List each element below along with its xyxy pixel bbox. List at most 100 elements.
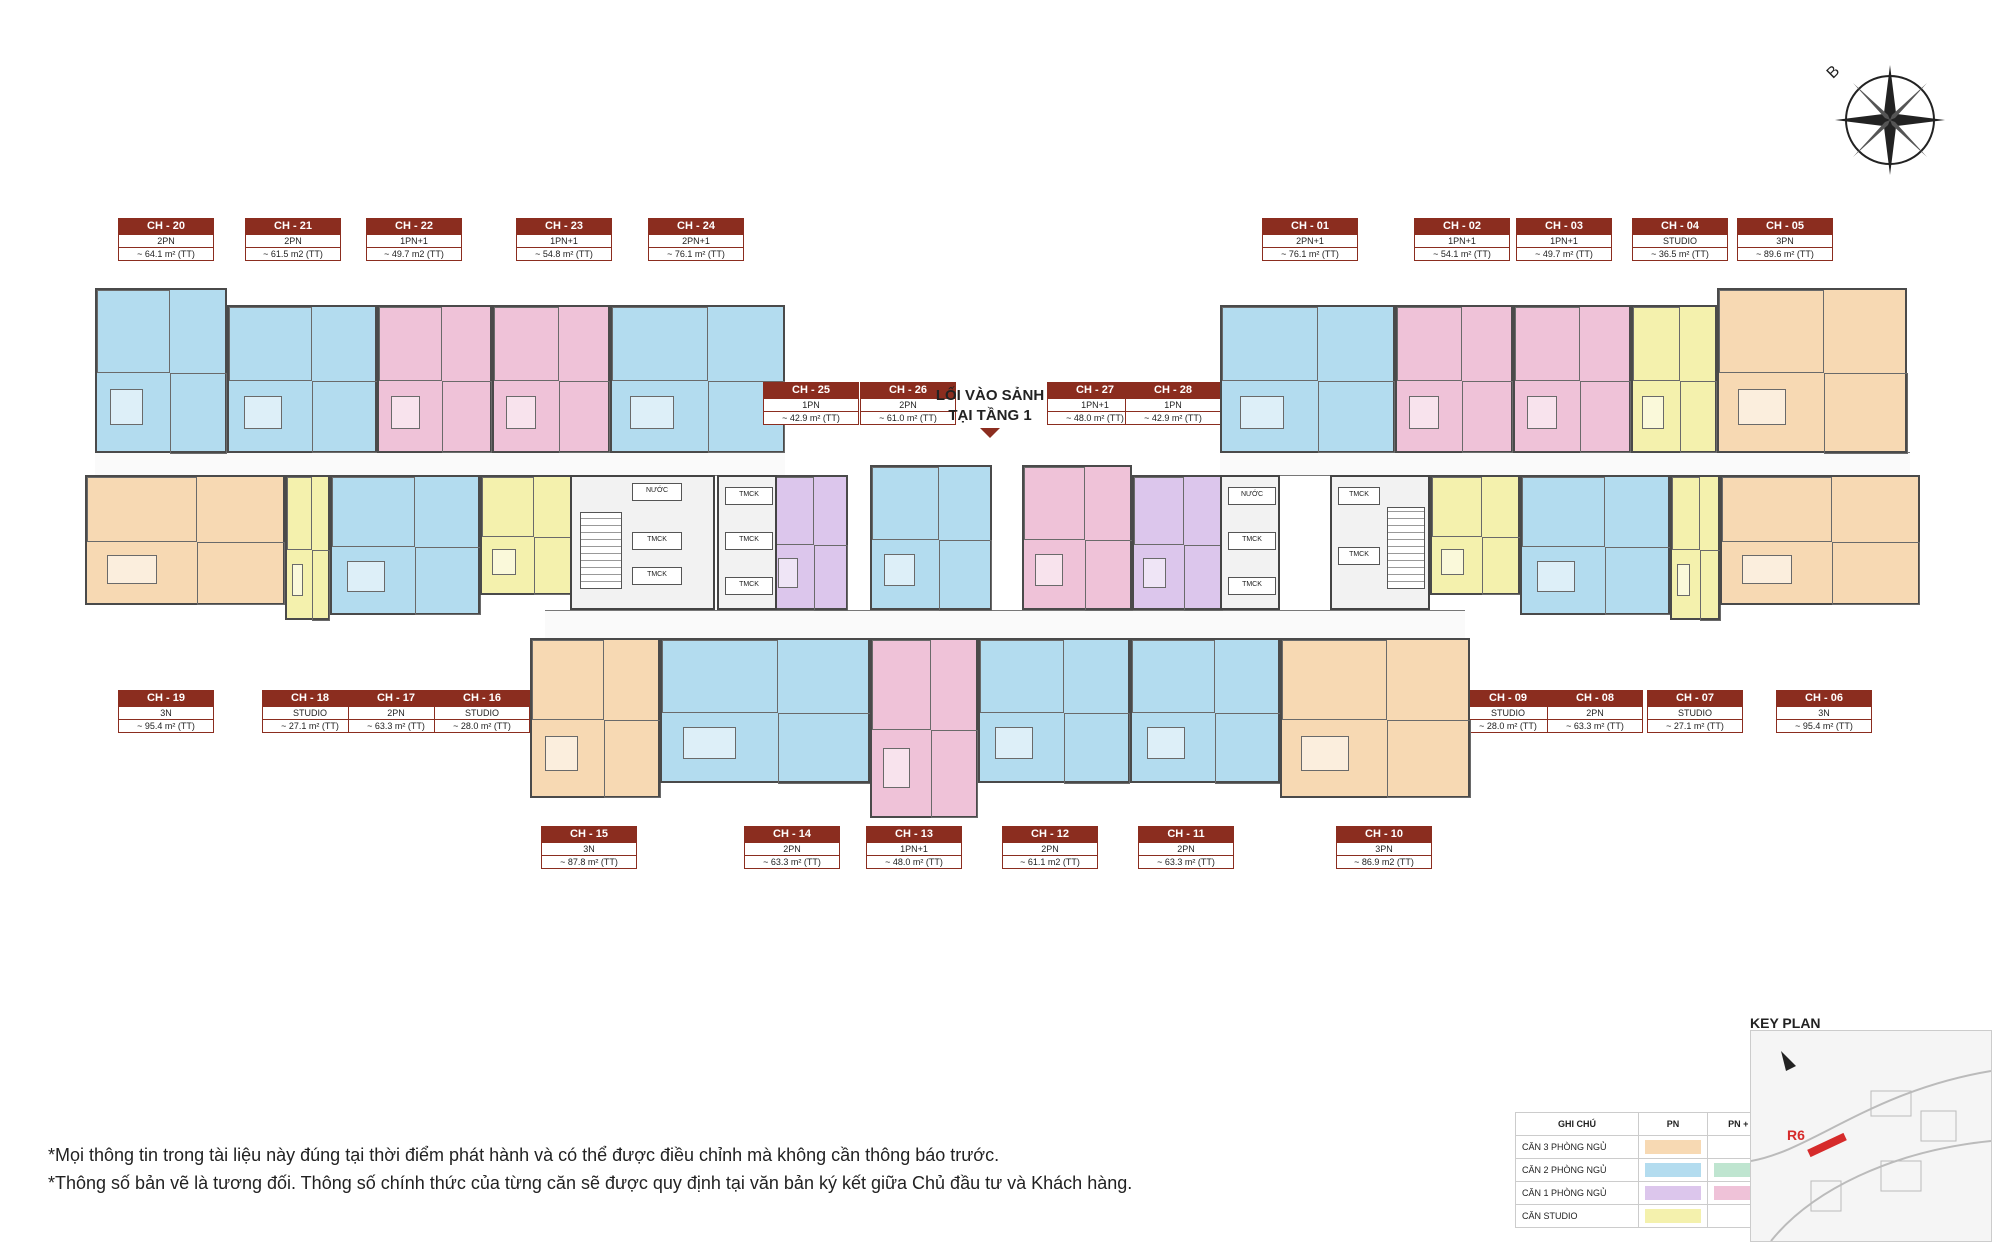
apartment-unit[interactable] [330,475,481,615]
apartment-unit[interactable] [1132,475,1223,611]
room-partition [1134,477,1184,545]
unit-code: CH - 27 [1047,382,1143,398]
apartment-unit[interactable] [660,638,871,784]
unit-area: ~ 95.4 m² (TT) [118,719,214,733]
unit-type: 2PN [1138,842,1234,855]
unit-code: CH - 18 [262,690,358,706]
unit-type: STUDIO [434,706,530,719]
unit-area: ~ 76.1 m² (TT) [1262,247,1358,261]
room-partition [1672,477,1700,550]
apartment-unit[interactable] [1520,475,1671,615]
apartment-unit[interactable] [530,638,661,798]
apartment-unit[interactable] [85,475,285,605]
apartment-unit[interactable] [978,638,1130,784]
apartment-unit[interactable] [768,475,848,611]
room-partition [872,467,939,540]
apartment-unit[interactable] [1670,475,1721,621]
apartment-unit[interactable] [1280,638,1471,798]
core-label-tmck: TMCK [632,532,682,550]
corridor-right [1220,452,1910,476]
legend-swatch-pn [1638,1135,1708,1159]
disclaimer-note-2: *Thông số bản vẽ là tương đối. Thông số … [48,1173,1133,1193]
unit-code: CH - 20 [118,218,214,234]
unit-area: ~ 54.8 m² (TT) [516,247,612,261]
apartment-unit[interactable] [870,638,978,818]
room-partition [532,640,604,720]
apartment-unit[interactable] [1022,465,1133,611]
unit-code: CH - 24 [648,218,744,234]
bathroom [1035,554,1063,586]
apartment-unit[interactable] [1720,475,1920,605]
apartment-unit[interactable] [1631,305,1717,453]
apartment-unit[interactable] [1220,305,1395,453]
unit-type: STUDIO [262,706,358,719]
bathroom [292,564,303,596]
apartment-unit[interactable] [870,465,992,611]
core-label-nuoc: NƯỚC [632,483,682,501]
bathroom [778,558,798,588]
key-plan-title: KEY PLAN [1750,1015,1821,1031]
unit-area: ~ 42.9 m² (TT) [1125,411,1221,425]
core-center: TMCK TMCK TMCK [717,475,777,610]
unit-area: ~ 95.4 m² (TT) [1776,719,1872,733]
room-partition [170,373,227,454]
apartment-unit[interactable] [227,305,378,453]
room-partition [1064,713,1130,784]
corridor-bottom [545,610,1465,640]
unit-code: CH - 28 [1125,382,1221,398]
core-label-tmck: TMCK [632,567,682,585]
room-partition [1605,547,1671,615]
unit-area: ~ 54.1 m² (TT) [1414,247,1510,261]
room-partition [931,730,978,818]
unit-area: ~ 89.6 m² (TT) [1737,247,1833,261]
core-label-tmck: TMCK [725,532,773,550]
room-partition [1680,381,1717,453]
bathroom [107,555,157,584]
bathroom [1738,389,1786,425]
apartment-unit[interactable] [480,475,575,595]
room-partition [1722,477,1832,542]
apartment-unit[interactable] [285,475,330,621]
unit-code: CH - 12 [1002,826,1098,842]
apartment-unit[interactable] [377,305,492,453]
legend-table: GHI CHÚ PN PN + 1 CĂN 3 PHÒNG NGỦ CĂN 2 … [1515,1112,1777,1228]
unit-type: 2PN [744,842,840,855]
core-label-tmck: TMCK [725,577,773,595]
bathroom [1143,558,1166,588]
unit-code: CH - 23 [516,218,612,234]
unit-code: CH - 06 [1776,690,1872,706]
bathroom [683,727,736,759]
core-label-tmck: TMCK [1338,547,1380,565]
unit-type: 2PN [860,398,956,411]
room-partition [1432,477,1482,537]
lobby-line-2: TẠI TẦNG 1 [948,407,1032,424]
apartment-unit[interactable] [1513,305,1631,453]
room-partition [1132,640,1215,713]
apartment-unit[interactable] [492,305,610,453]
unit-area: ~ 61.0 m² (TT) [860,411,956,425]
unit-code: CH - 13 [866,826,962,842]
key-plan-map: R6 [1750,1030,1992,1242]
apartment-unit[interactable] [1395,305,1513,453]
unit-type: 2PN [1002,842,1098,855]
unit-code: CH - 22 [366,218,462,234]
unit-area: ~ 49.7 m² (TT) [1516,247,1612,261]
apartment-unit[interactable] [1430,475,1521,595]
room-partition [1522,477,1605,547]
unit-code: CH - 03 [1516,218,1612,234]
apartment-unit[interactable] [1717,288,1908,454]
apartment-unit[interactable] [610,305,785,453]
apartment-unit[interactable] [95,288,227,454]
apartment-unit[interactable] [1130,638,1281,784]
unit-code: CH - 11 [1138,826,1234,842]
